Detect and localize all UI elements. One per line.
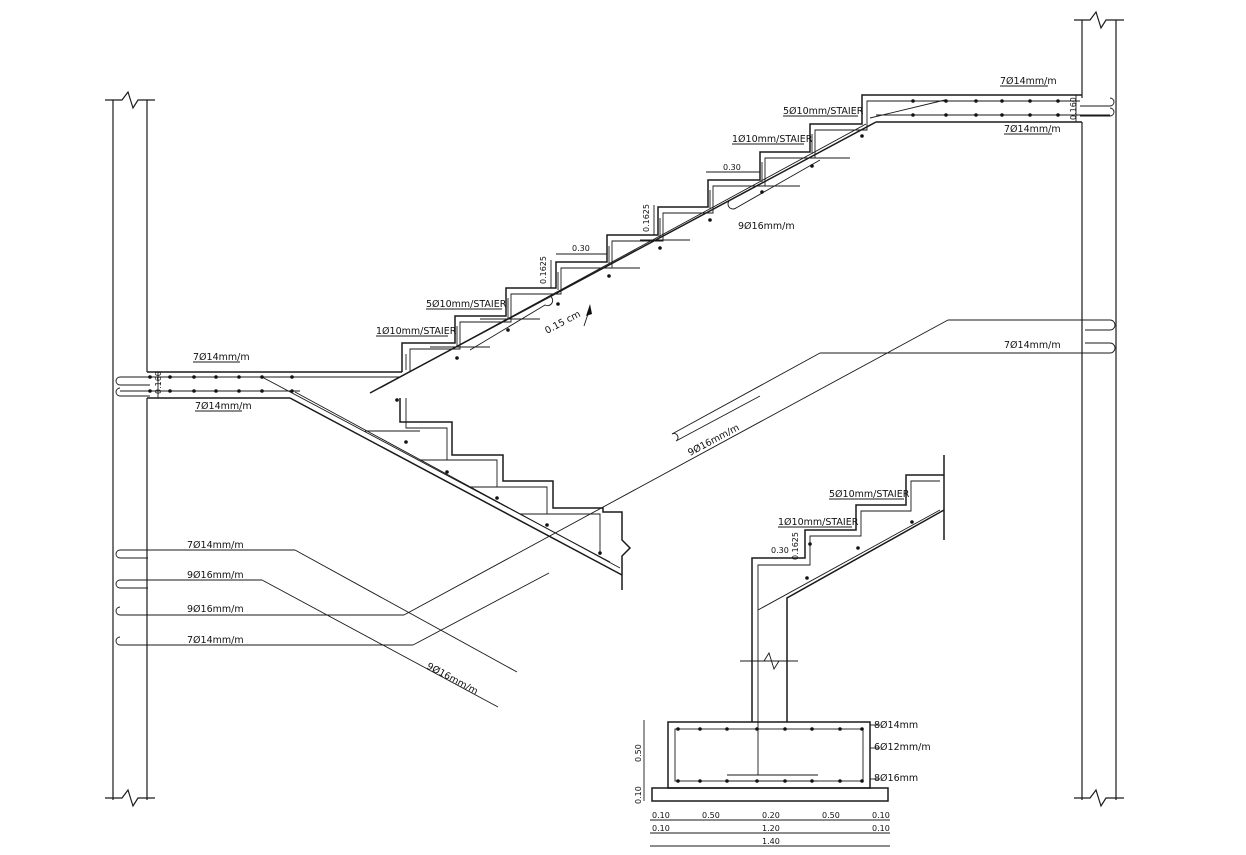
label-bar-list-3: 9Ø16mm/m bbox=[187, 604, 244, 615]
label-mid-riser: 0.1625 bbox=[539, 256, 548, 284]
label-footing-tread: 0.30 bbox=[771, 546, 789, 555]
label-top-main: 9Ø16mm/m bbox=[738, 221, 795, 232]
label-mid-tread: 0.30 bbox=[572, 244, 590, 253]
label-mid-staier-a: 5Ø10mm/STAIER bbox=[426, 299, 507, 310]
dim-row2-c: 0.10 bbox=[872, 824, 890, 833]
label-mid-staier-b: 1Ø10mm/STAIER bbox=[376, 326, 457, 337]
dim-row1-b: 0.50 bbox=[702, 811, 720, 820]
label-footing-height: 0.50 bbox=[634, 744, 643, 762]
dim-row1-e: 0.10 bbox=[872, 811, 890, 820]
annotations: 7Ø14mm/m 7Ø14mm/m 5Ø10mm/STAIER 1Ø10mm/S… bbox=[154, 76, 1078, 846]
dim-row2-b: 1.20 bbox=[762, 824, 780, 833]
label-top-landing-thickness: 0.160 bbox=[1069, 97, 1078, 120]
label-footing-staier-a: 5Ø10mm/STAIER bbox=[829, 489, 910, 500]
label-long-bar: 9Ø16mm/m bbox=[686, 422, 741, 458]
label-footing-riser: 0.1625 bbox=[791, 532, 800, 560]
dim-row1-c: 0.20 bbox=[762, 811, 780, 820]
label-footing-mid: 6Ø12mm/m bbox=[874, 742, 931, 753]
label-slab-thickness: 0.15 cm bbox=[543, 309, 582, 337]
dim-row2-a: 0.10 bbox=[652, 824, 670, 833]
label-left-landing-top: 7Ø14mm/m bbox=[193, 352, 250, 363]
label-right-bar: 7Ø14mm/m bbox=[1004, 340, 1061, 351]
bar-schedule-lines bbox=[115, 319, 1116, 708]
label-top-tread: 0.30 bbox=[723, 163, 741, 172]
label-top-staier-b: 1Ø10mm/STAIER bbox=[732, 134, 813, 145]
dim-row1-d: 0.50 bbox=[822, 811, 840, 820]
left-landing-slab bbox=[115, 371, 402, 399]
label-left-landing-bottom: 7Ø14mm/m bbox=[195, 401, 252, 412]
label-landing-thickness: 0.160 bbox=[154, 371, 163, 394]
label-leaders bbox=[193, 85, 1052, 528]
label-footing-base: 0.10 bbox=[634, 786, 643, 804]
label-footing-staier-b: 1Ø10mm/STAIER bbox=[778, 517, 859, 528]
upper-flight bbox=[157, 94, 1115, 398]
label-bar-list-diag: 9Ø16mm/m bbox=[425, 661, 480, 697]
label-top-landing-bottom: 7Ø14mm/m bbox=[1004, 124, 1061, 135]
label-top-landing-top: 7Ø14mm/m bbox=[1000, 76, 1057, 87]
label-top-riser: 0.1625 bbox=[642, 204, 651, 232]
dim-row1-a: 0.10 bbox=[652, 811, 670, 820]
label-footing-bottom: 8Ø16mm bbox=[874, 773, 918, 784]
label-bar-list-4: 7Ø14mm/m bbox=[187, 635, 244, 646]
left-wall bbox=[105, 90, 155, 808]
right-wall bbox=[1074, 10, 1124, 808]
footing-detail bbox=[643, 455, 945, 847]
label-bar-list-1: 7Ø14mm/m bbox=[187, 540, 244, 551]
lower-flight bbox=[261, 376, 632, 590]
label-top-staier-a: 5Ø10mm/STAIER bbox=[783, 106, 864, 117]
dim-row3: 1.40 bbox=[762, 837, 780, 846]
label-footing-top: 8Ø14mm bbox=[874, 720, 918, 731]
label-bar-list-2: 9Ø16mm/m bbox=[187, 570, 244, 581]
